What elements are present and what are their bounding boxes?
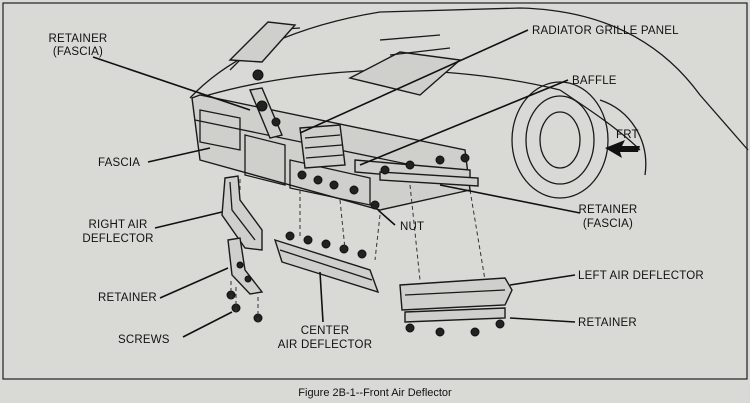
car-body [189, 7, 749, 199]
retainer-left-label: RETAINER [98, 292, 157, 304]
baffle-label: BAFFLE [572, 75, 617, 87]
assembly-lines [239, 176, 486, 281]
retainer-fascia-top-label-line2: (FASCIA) [53, 46, 103, 58]
radiator-grille-panel-label: RADIATOR GRILLE PANEL [532, 25, 679, 37]
front-arrow: FRT [605, 129, 640, 158]
right-air-deflector-label-line1: RIGHT AIR [88, 219, 147, 231]
fascia-nuts [252, 69, 470, 210]
figure-frame [2, 2, 748, 380]
fascia-label: FASCIA [98, 157, 140, 169]
screws-label: SCREWS [118, 334, 170, 346]
retainer-fascia-right-label-line2: (FASCIA) [583, 218, 633, 230]
figure-caption: Figure 2B-1--Front Air Deflector [298, 387, 452, 399]
right-air-deflector-label-line2: DEFLECTOR [82, 233, 153, 245]
retainer-fascia-right-label-line1: RETAINER [579, 204, 638, 216]
center-air-deflector-label-line2: AIR DEFLECTOR [278, 339, 372, 351]
leader-lines [92, 29, 581, 338]
retainer-right-bracket [227, 237, 264, 295]
left-air-deflector-label: LEFT AIR DEFLECTOR [578, 270, 704, 282]
center-air-deflector-part [273, 231, 380, 294]
radiator-grille-panel-part [299, 124, 346, 169]
retainer-left-strip [404, 307, 506, 337]
frt-label: FRT [616, 129, 639, 141]
right-air-deflector-part [221, 175, 263, 251]
center-air-deflector-label-line1: CENTER [301, 325, 349, 337]
retainer-fascia-strip [379, 171, 479, 187]
left-air-deflector-part [399, 277, 513, 311]
screws-part [226, 280, 263, 323]
retainer-right-label: RETAINER [578, 317, 637, 329]
nut-label: NUT [400, 221, 424, 233]
retainer-fascia-top-label-line1: RETAINER [49, 33, 108, 45]
